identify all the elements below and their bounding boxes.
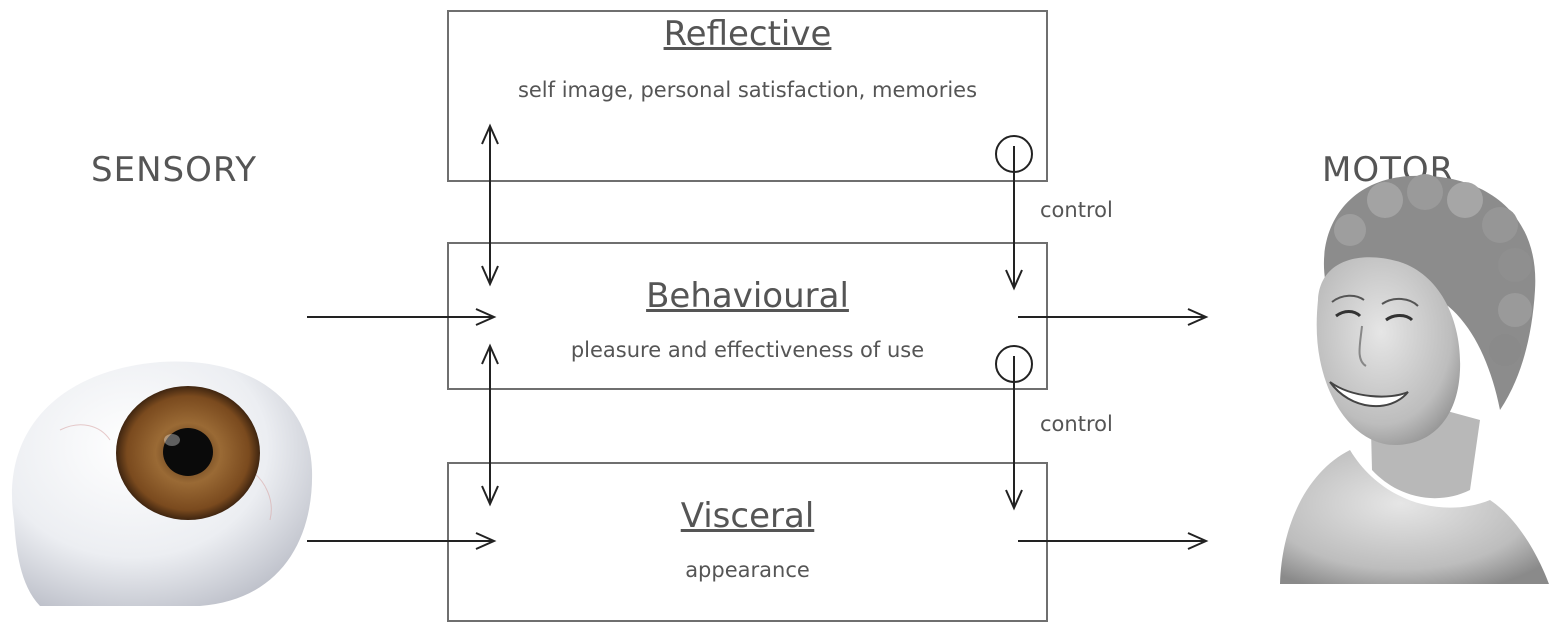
reflective-description: self image, personal satisfaction, memor… (517, 78, 978, 102)
diagram-graphics (11, 123, 1549, 606)
control-label-lower: control (1040, 412, 1113, 436)
woman-portrait-image (1280, 174, 1549, 584)
control-arrow-behavioural (995, 345, 1033, 511)
reflective-title: Reflective (663, 14, 832, 54)
motor-arrow-visceral (1018, 532, 1209, 550)
visceral-title: Visceral (680, 496, 815, 536)
behavioural-title: Behavioural (646, 276, 849, 316)
behavioural-description: pleasure and effectiveness of use (570, 338, 925, 362)
sensory-arrow-behavioural (307, 308, 497, 326)
double-arrow-behavioural-visceral (481, 343, 499, 507)
eyeball-image (11, 361, 313, 606)
visceral-description: appearance (685, 558, 810, 582)
control-label-upper: control (1040, 198, 1113, 222)
double-arrow-reflective-behavioural (481, 123, 499, 287)
control-arrow-reflective (995, 135, 1033, 291)
sensory-arrow-visceral (307, 532, 497, 550)
motor-arrow-behavioural (1018, 308, 1209, 326)
reflective-box: Reflective self image, personal satisfac… (447, 10, 1048, 182)
sensory-label: SENSORY (91, 150, 258, 190)
